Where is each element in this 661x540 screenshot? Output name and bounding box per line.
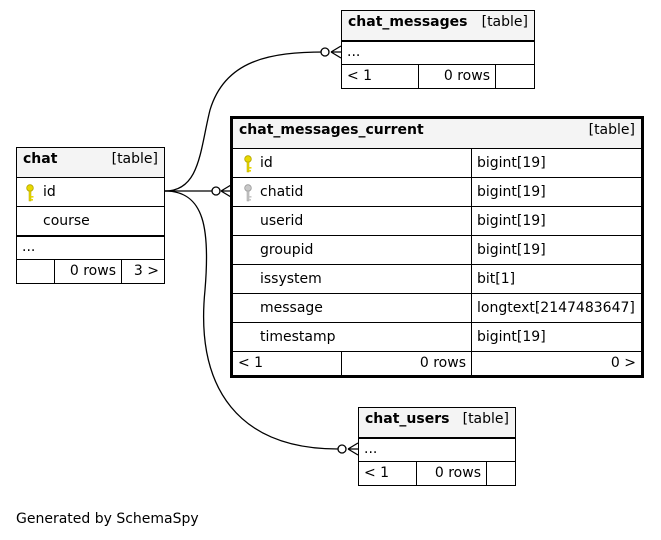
crowfoot-icon [220,184,232,198]
parents-link[interactable]: < 1 [364,465,390,481]
column-type: longtext[2147483647] [471,294,641,322]
row-count: 0 rows [341,352,471,375]
table-type: [table] [588,122,635,138]
column-name: issystem [260,271,322,287]
column-name: id [260,155,273,171]
parents-link[interactable] [17,260,54,283]
column-name: groupid [260,242,314,258]
row-count: 0 rows [416,462,486,485]
column-name: chatid [260,184,304,200]
table-name: chat_messages [348,14,468,30]
column-row[interactable]: chatid bigint[19] [233,177,641,206]
foreign-key-icon [244,184,252,202]
column-type: bigint[19] [471,323,641,351]
children-link[interactable]: 3 > [121,260,164,283]
column-row[interactable]: id [17,177,164,206]
table-footer-row: < 1 0 rows [359,461,515,485]
table-footer-row: < 1 0 rows 0 > [233,351,641,375]
table-chat-users[interactable]: chat_users [table] ... < 1 0 rows [358,407,516,486]
column-row[interactable]: userid bigint[19] [233,206,641,235]
children-link[interactable] [486,462,515,485]
table-header[interactable]: chat_messages_current [table] [233,119,641,148]
column-row[interactable]: message longtext[2147483647] [233,293,641,322]
primary-key-icon [244,155,252,173]
column-row[interactable]: timestamp bigint[19] [233,322,641,351]
children-link[interactable] [495,65,534,88]
table-header[interactable]: chat [table] [17,148,164,177]
columns-placeholder: ... [347,44,361,60]
column-name: userid [260,213,304,229]
column-type: bigint[19] [471,207,641,235]
column-row[interactable]: course [17,206,164,235]
column-type: bigint[19] [471,236,641,264]
table-chat[interactable]: chat [table] id course ... 0 rows 3 > [16,147,165,284]
columns-placeholder: ... [364,441,378,457]
row-count: 0 rows [418,65,495,88]
table-header[interactable]: chat_users [table] [359,408,515,437]
edge-chat-to-chat-messages [164,51,326,192]
table-type: [table] [111,151,158,167]
column-name: id [43,184,56,200]
edge-chat-to-chat-users [164,190,339,450]
edge-end-circle [211,186,221,196]
column-name: message [260,300,323,316]
generated-by-text: Generated by SchemaSpy [16,511,199,527]
crowfoot-icon [347,442,359,456]
table-name: chat_users [365,411,450,427]
table-header[interactable]: chat_messages [table] [342,11,534,40]
columns-placeholder-row: ... [342,40,534,64]
crowfoot-icon [330,45,342,59]
column-type: bigint[19] [471,149,641,177]
primary-key-icon [26,184,34,202]
column-row[interactable]: id bigint[19] [233,148,641,177]
table-type: [table] [462,411,509,427]
edge-end-circle [320,47,330,57]
table-name: chat_messages_current [239,122,424,138]
columns-placeholder-row: ... [359,437,515,461]
edge-end-circle [337,444,347,454]
columns-placeholder-row: ... [17,235,164,259]
table-name: chat [23,151,58,167]
column-type: bit[1] [471,265,641,293]
row-count: 0 rows [54,260,121,283]
columns-placeholder: ... [22,239,36,255]
table-chat-messages-current[interactable]: chat_messages_current [table] id bigint[… [230,116,644,378]
table-type: [table] [481,14,528,30]
parents-link[interactable]: < 1 [238,355,264,371]
column-row[interactable]: issystem bit[1] [233,264,641,293]
column-type: bigint[19] [471,178,641,206]
parents-link[interactable]: < 1 [347,68,373,84]
children-link[interactable]: 0 > [471,352,641,375]
table-footer-row: < 1 0 rows [342,64,534,88]
table-footer-row: 0 rows 3 > [17,259,164,283]
table-chat-messages[interactable]: chat_messages [table] ... < 1 0 rows [341,10,535,89]
column-row[interactable]: groupid bigint[19] [233,235,641,264]
column-name: timestamp [260,329,336,345]
column-name: course [43,213,90,229]
